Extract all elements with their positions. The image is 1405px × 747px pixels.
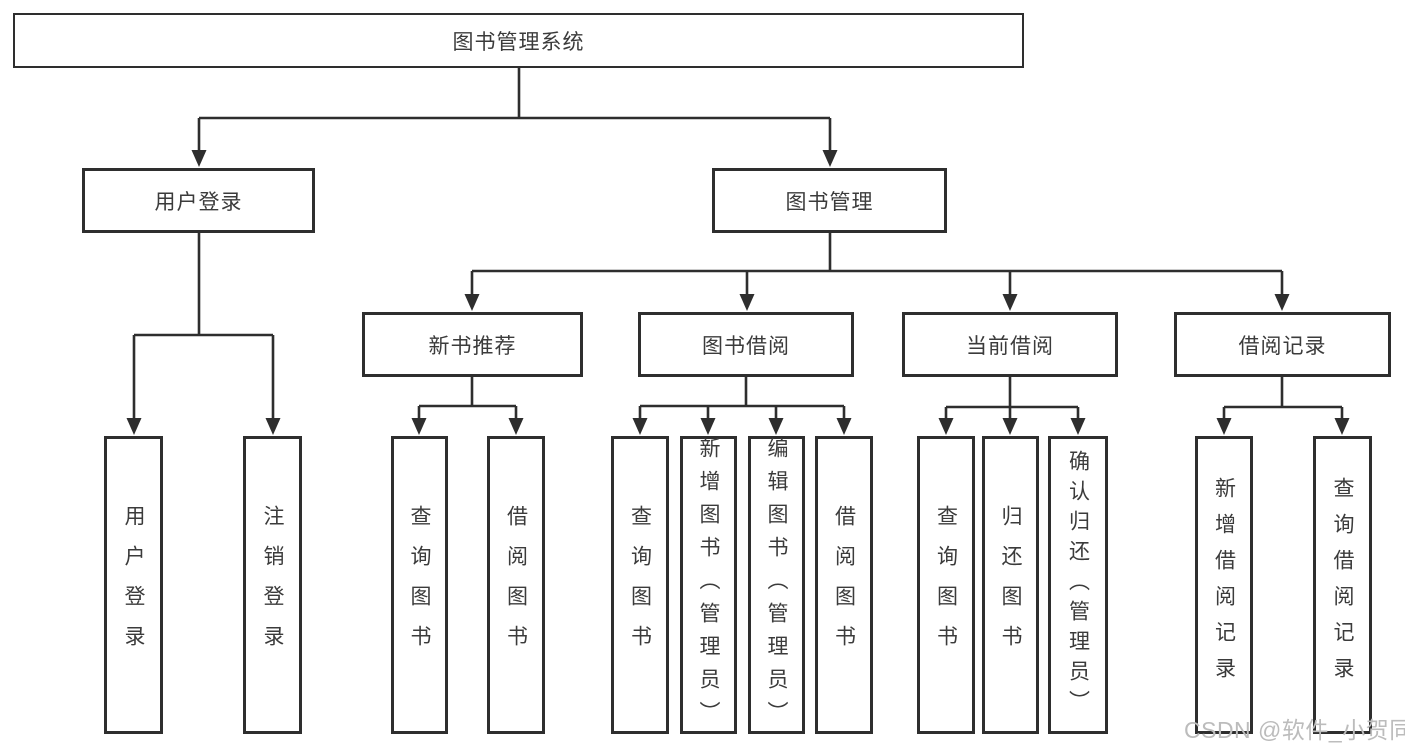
node-book-management: 图书管理 <box>712 168 947 233</box>
leaf-edit-book-admin-label: 编辑图书（管理员） <box>765 436 788 734</box>
node-book-management-label: 图书管理 <box>785 190 874 214</box>
node-user-login: 用户登录 <box>82 168 315 233</box>
leaf-return-book-label: 归还图书 <box>999 505 1022 665</box>
leaf-user-login-label: 用户登录 <box>122 505 145 665</box>
node-book-borrow-label: 图书借阅 <box>702 334 790 358</box>
watermark: CSDN @软件_小贺同学 <box>1184 717 1405 743</box>
leaf-current-query-book: 查询图书 <box>917 436 975 734</box>
node-root-label: 图书管理系统 <box>452 30 585 54</box>
node-root: 图书管理系统 <box>13 13 1024 68</box>
leaf-borrow-query-book: 查询图书 <box>611 436 669 734</box>
node-new-book-recommend: 新书推荐 <box>362 312 583 377</box>
node-current-borrow-label: 当前借阅 <box>966 334 1054 358</box>
leaf-add-borrow-record-label: 新增借阅记录 <box>1212 477 1236 693</box>
leaf-recommend-query-book-label: 查询图书 <box>408 505 431 665</box>
leaf-borrow-book-label: 借阅图书 <box>832 505 856 665</box>
leaf-logout: 注销登录 <box>243 436 302 734</box>
leaf-recommend-borrow-book-label: 借阅图书 <box>504 505 528 665</box>
leaf-add-borrow-record: 新增借阅记录 <box>1195 436 1253 734</box>
leaf-confirm-return-admin: 确认归还（管理员） <box>1048 436 1108 734</box>
leaf-recommend-borrow-book: 借阅图书 <box>487 436 545 734</box>
leaf-add-book-admin-label: 新增图书（管理员） <box>697 436 720 734</box>
leaf-user-login: 用户登录 <box>104 436 163 734</box>
node-book-borrow: 图书借阅 <box>638 312 854 377</box>
leaf-confirm-return-admin-label: 确认归还（管理员） <box>1066 450 1090 720</box>
leaf-add-book-admin: 新增图书（管理员） <box>680 436 737 734</box>
leaf-recommend-query-book: 查询图书 <box>391 436 448 734</box>
leaf-logout-label: 注销登录 <box>261 505 284 665</box>
leaf-query-borrow-record: 查询借阅记录 <box>1313 436 1372 734</box>
leaf-current-query-book-label: 查询图书 <box>934 505 958 665</box>
leaf-edit-book-admin: 编辑图书（管理员） <box>748 436 805 734</box>
node-borrow-record: 借阅记录 <box>1174 312 1391 377</box>
node-current-borrow: 当前借阅 <box>902 312 1118 377</box>
leaf-query-borrow-record-label: 查询借阅记录 <box>1331 477 1354 693</box>
leaf-borrow-query-book-label: 查询图书 <box>628 505 652 665</box>
leaf-return-book: 归还图书 <box>982 436 1039 734</box>
node-user-login-label: 用户登录 <box>154 190 243 214</box>
node-new-book-recommend-label: 新书推荐 <box>428 334 517 358</box>
node-borrow-record-label: 借阅记录 <box>1238 334 1327 358</box>
leaf-borrow-book: 借阅图书 <box>815 436 873 734</box>
